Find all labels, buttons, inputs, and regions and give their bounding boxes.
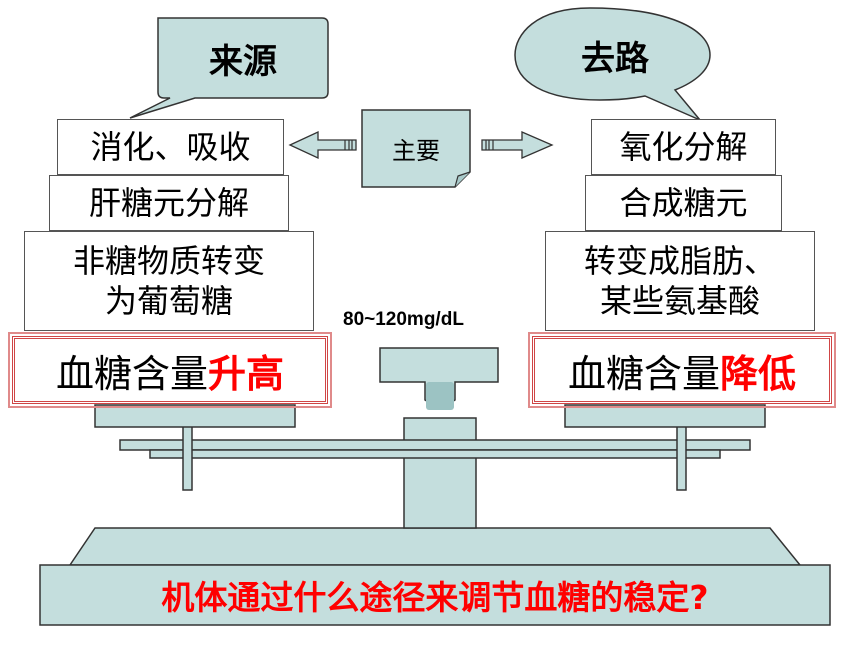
source-result-prefix: 血糖含量: [55, 351, 208, 396]
scale-beam-lower: [149, 449, 721, 459]
arrow-left-icon: [288, 130, 357, 160]
source-item-line-1: 非糖物质转变: [72, 242, 265, 280]
question-text: 机体通过什么途径来调节血糖的稳定?: [161, 578, 709, 617]
arrow-right-icon: [481, 131, 554, 159]
right-pan: [564, 404, 766, 428]
source-title: 来源: [209, 41, 277, 82]
right-hanger: [676, 424, 687, 491]
source-item-digestion: 消化、吸收: [57, 119, 284, 175]
center-note-fold: [454, 171, 471, 188]
sink-item-line-2: 某些氨基酸: [599, 282, 760, 320]
scale-base: [68, 527, 802, 566]
source-item-gluconeogenesis: 非糖物质转变 为葡萄糖: [24, 231, 314, 331]
sink-item-line-1: 转变成脂肪、: [583, 242, 776, 280]
scale-needle: [426, 382, 454, 410]
scale-beam: [119, 439, 751, 451]
normal-range-label: 80~120mg/dL: [343, 309, 464, 330]
scale-column: [403, 417, 477, 529]
center-note: 主要: [392, 137, 440, 165]
sink-item-conversion: 转变成脂肪、 某些氨基酸: [545, 231, 815, 331]
sink-item-oxidation: 氧化分解: [591, 119, 776, 175]
sink-result: 血糖含量降低: [528, 332, 836, 408]
sink-result-highlight: 降低: [720, 351, 797, 396]
source-result-highlight: 升高: [208, 351, 285, 396]
sink-result-prefix: 血糖含量: [567, 351, 720, 396]
sink-bubble: [514, 7, 711, 121]
left-hanger: [182, 424, 193, 491]
question-bar: [39, 564, 831, 626]
source-item-glycogenolysis: 肝糖元分解: [49, 175, 289, 231]
sink-item-glycogenesis: 合成糖元: [585, 175, 782, 231]
left-pan: [94, 404, 296, 428]
source-bubble: [129, 17, 329, 119]
source-item-line-2: 为葡萄糖: [104, 282, 233, 320]
source-result: 血糖含量升高: [8, 332, 332, 408]
sink-title: 去路: [581, 38, 649, 79]
